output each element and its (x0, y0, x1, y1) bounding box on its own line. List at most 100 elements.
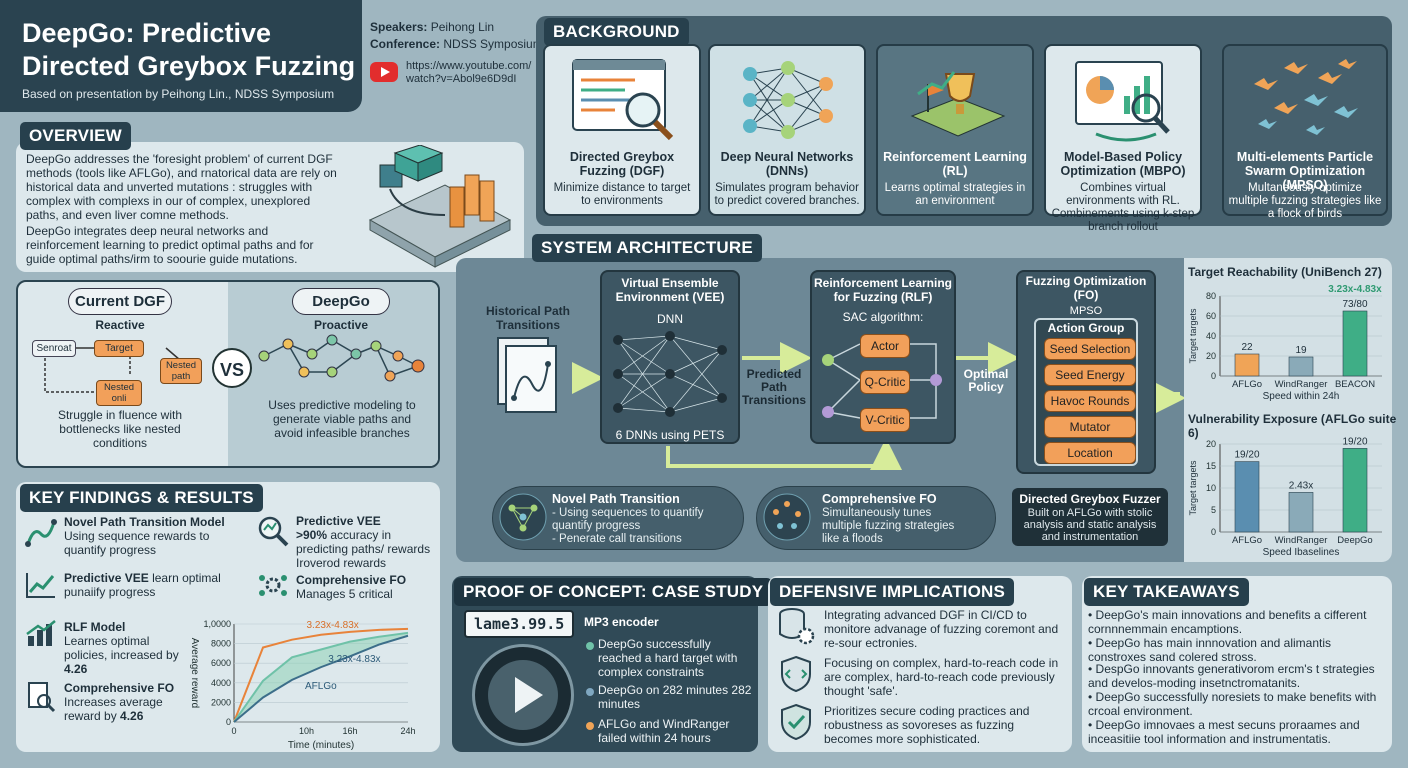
vee-network-icon (613, 331, 727, 417)
finding-4-title: Comprehensive FO (64, 681, 175, 695)
y-tick-label: 15 (1206, 461, 1216, 471)
finding-4-desc: Increases average reward by (64, 695, 163, 723)
architecture-label: SYSTEM ARCHITECTURE (532, 234, 762, 262)
x-tick-label: 10h (299, 726, 314, 736)
finding-5-desc: accuracy in predicting paths/ rewards Ir… (296, 528, 431, 570)
page-subtitle: Based on presentation by Peihong Lin., N… (22, 87, 335, 101)
deepgo-sub: Proactive (313, 318, 369, 332)
comprehensive-fo-desc: Simultaneously tunes multiple fuzzing st… (822, 507, 955, 545)
y-tick-label: 10 (1206, 483, 1216, 493)
annotation-top: 3.23x-4.83x (307, 620, 359, 631)
bg-card-dgf: Directed Greybox Fuzzing (DGF) Minimize … (543, 44, 701, 216)
vuln-bar-chart: 0510152019/20AFLGo2.43xWindRanger19/20De… (1188, 436, 1382, 558)
takeaway-1: • DeepGo's main innovations and benefits… (1088, 608, 1367, 636)
findings-panel (16, 482, 440, 752)
finding-5-title: Predictive VEE (296, 514, 381, 528)
network-cluster-icon (499, 493, 547, 541)
action-havoc-rounds: Havoc Rounds (1044, 390, 1136, 412)
y-axis-label: Target targets (1188, 460, 1198, 516)
document-search-icon (28, 682, 56, 713)
v-critic-node: V-Critic (860, 408, 910, 432)
bg-card-dgf-title: Directed Greybox Fuzzing (DGF) (569, 150, 675, 178)
vee-caption: 6 DNNs using PETS (615, 428, 725, 442)
bar-data-label: 19/20 (1234, 450, 1259, 461)
action-seed-energy: Seed Energy (1044, 364, 1136, 386)
gear-cluster-icon (259, 575, 287, 596)
reach-bar-chart: 02040608022AFLGo19WindRanger73/80BEACONS… (1188, 284, 1382, 402)
finding-6-desc: Manages 5 critical (296, 587, 393, 601)
poc-label: PROOF OF CONCEPT: CASE STUDY (454, 578, 773, 606)
bird-flock-icon (1254, 59, 1358, 135)
dashboard-magnifier-icon (1075, 61, 1170, 142)
x-tick-label: BEACON (1335, 379, 1375, 390)
bar-aflgo (1234, 461, 1260, 533)
page-title-line2: Directed Greybox Fuzzing (22, 51, 356, 81)
x-tick-label: AFLGo (1232, 535, 1262, 546)
current-dgf-title: Current DGF (68, 288, 172, 315)
trophy-icon (910, 71, 1006, 137)
actor-node: Actor (860, 334, 910, 358)
q-critic-node: Q-Critic (860, 370, 910, 394)
current-dgf-caption: Struggle in fluence with bottlenecks lik… (57, 408, 183, 450)
series-line-2 (233, 634, 409, 723)
bg-card-mpso: Multi-elements Particle Swarm Optimizati… (1222, 44, 1388, 220)
defensive-item-2: Focusing on complex, hard-to-reach code … (824, 656, 1059, 698)
historical-docs-icon (497, 337, 557, 413)
action-location: Location (1044, 442, 1136, 464)
fo-to-charts-arrow (1156, 392, 1180, 398)
bar-aflgo (1234, 353, 1260, 377)
fuzzer-box (1012, 488, 1168, 546)
youtube-icon[interactable] (370, 62, 398, 82)
x-tick-label: AFLGo (1232, 379, 1262, 390)
video-link[interactable]: https://www.youtube.com/ watch?v=Abol9e6… (406, 60, 532, 85)
finding-3-desc: Learnes optimal policies, increased by (64, 634, 179, 662)
poc-dot-2 (586, 688, 594, 696)
takeaway-3: • DespGo innovants generativorom ercm's … (1088, 662, 1375, 690)
y-tick-label: 5 (1211, 505, 1216, 515)
series-line-1 (233, 631, 409, 723)
defensive-label: DEFENSIVE IMPLICATIONS (770, 578, 1015, 606)
x-tick-label: WindRanger (1275, 379, 1328, 390)
y-tick-label: 0 (1211, 371, 1216, 381)
play-video-button[interactable] (472, 644, 574, 746)
magnifier-icon (258, 516, 289, 547)
poc-program-desc: MP3 encoder (584, 615, 659, 629)
server-isometric-icon (368, 145, 512, 268)
arch-arrows (572, 342, 1186, 470)
fo-mpso-label: MPSO (1069, 305, 1103, 317)
deepgo-caption: Uses predictive modeling to generate via… (268, 398, 416, 440)
y-tick-label: 0 (226, 717, 231, 727)
novel-transition-line2: - Penerate call transitions (552, 533, 682, 545)
historical-path-label: Historical Path Transitions (485, 304, 571, 332)
swarm-icon (763, 493, 811, 541)
fo-title: Fuzzing Optimization (FO) (1025, 274, 1147, 302)
bg-card-rl-title: Reinforcement Learning (RL) (883, 150, 1027, 178)
shield-check-icon (781, 703, 811, 741)
bar-data-label: 2.43x (1289, 480, 1313, 491)
finding-2-title: Predictive VEE (64, 571, 149, 585)
finding-1: Novel Path Transition Model Using sequen… (64, 515, 234, 557)
y-tick-label: 40 (1206, 331, 1216, 341)
x-axis-label: Speed within 24h (1263, 391, 1340, 402)
vs-badge: VS (212, 348, 252, 388)
poc-bullet-2: DeepGo on 282 minutes 282 minutes (598, 683, 752, 711)
takeaway-2: • DeepGo has main innnovation and aliman… (1088, 636, 1332, 664)
finding-4: Comprehensive FO Increases average rewar… (64, 681, 184, 723)
y-tick-label: 0 (1211, 527, 1216, 537)
vee-dnn-label: DNN (657, 312, 683, 326)
takeaway-5: • DeepGo imnovaes a mest secuns proraame… (1088, 718, 1360, 746)
vee-title: Virtual Ensemble Environment (VEE) (615, 276, 725, 304)
node-senroat: Senroat (32, 340, 76, 357)
finding-2-desc: learn optimal punaiify progress (64, 571, 221, 599)
bar-windranger (1288, 492, 1314, 533)
bg-card-mpso-desc: Multaneously optimize multiple fuzzing s… (1228, 182, 1382, 220)
bar-beacon (1342, 310, 1368, 377)
y-tick-label: 20 (1206, 439, 1216, 449)
poc-program: lame3.99.5 (464, 610, 575, 638)
x-tick-label: 24h (400, 726, 415, 736)
code-magnifier-icon (572, 59, 674, 141)
node-target: Target (94, 340, 144, 357)
overview-label: OVERVIEW (20, 122, 131, 150)
finding-1-desc: Using sequence rewards to quantify progr… (64, 529, 210, 557)
